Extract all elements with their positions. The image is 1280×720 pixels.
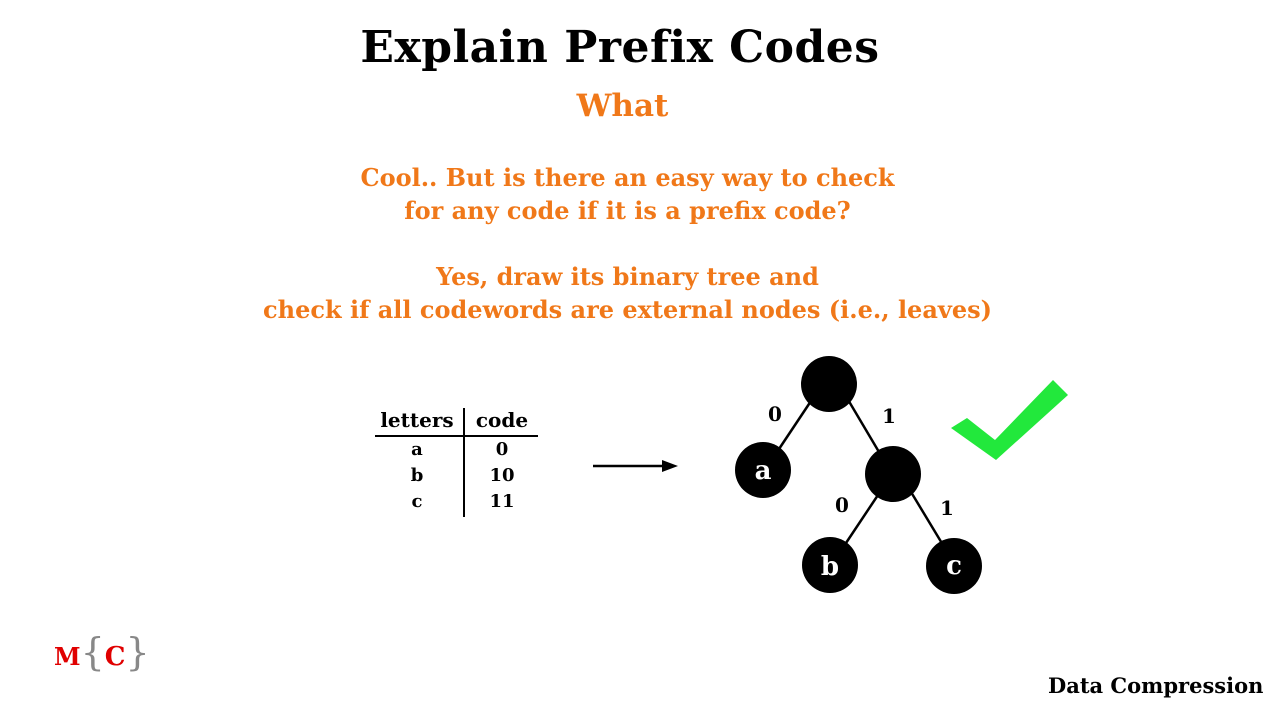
- right-arrow-icon: [593, 460, 678, 472]
- logo-open-brace: {: [80, 630, 105, 674]
- edge-label-internal-c: 1: [940, 496, 954, 520]
- row-c-letter: c: [411, 491, 423, 512]
- node-b-label: b: [821, 552, 839, 582]
- row-b-code: 10: [489, 465, 515, 486]
- tree-node-b: [802, 537, 858, 593]
- row-c-code: 11: [489, 491, 515, 512]
- slide-title: Explain Prefix Codes: [360, 22, 880, 73]
- edge-label-root-internal: 1: [882, 404, 896, 428]
- tree-node-internal: [865, 446, 921, 502]
- question-line-2: for any code if it is a prefix code?: [404, 196, 851, 225]
- tree-node-c: [926, 538, 982, 594]
- edge-label-root-a: 0: [768, 402, 782, 426]
- node-c-label: c: [946, 551, 962, 581]
- row-a-letter: a: [411, 439, 423, 460]
- logo-m: M: [54, 642, 81, 671]
- edge-label-internal-b: 0: [835, 493, 849, 517]
- logo-c: C: [104, 642, 126, 672]
- answer-line-1: Yes, draw its binary tree and: [436, 262, 819, 291]
- answer-line-2: check if all codewords are external node…: [263, 295, 992, 324]
- tree-edges: [777, 397, 945, 546]
- table-header-divider: [375, 435, 538, 437]
- row-b-letter: b: [410, 465, 424, 486]
- header-code: code: [475, 408, 529, 432]
- footer-label: Data Compression: [1048, 673, 1264, 698]
- question-text: Cool.. But is there an easy way to check…: [0, 161, 1255, 227]
- channel-logo: M{C}: [54, 630, 150, 674]
- answer-text: Yes, draw its binary tree and check if a…: [0, 260, 1255, 326]
- table-column-divider: [463, 408, 465, 517]
- node-a-label: a: [755, 456, 772, 486]
- row-a-code: 0: [495, 439, 509, 460]
- checkmark-icon: [951, 380, 1068, 460]
- code-table: letters code a 0 b 10 c 11: [372, 406, 542, 518]
- question-line-1: Cool.. But is there an easy way to check: [360, 163, 895, 192]
- header-letters: letters: [380, 408, 454, 432]
- tree-node-root: [801, 356, 857, 412]
- slide-subtitle: What: [576, 88, 669, 124]
- tree-node-a: [735, 442, 791, 498]
- logo-close-brace: }: [125, 630, 150, 674]
